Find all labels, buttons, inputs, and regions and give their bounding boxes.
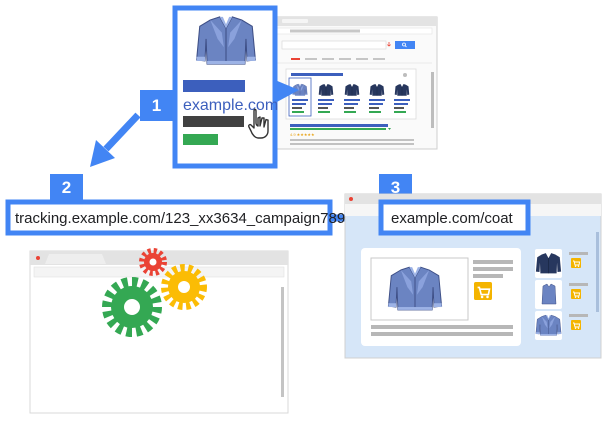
svg-text:1: 1 [152,96,161,115]
shopping-ad-product[interactable] [318,83,334,113]
ad-title-bar [183,80,245,92]
related-product[interactable] [535,311,588,340]
search-results-window: 4.9 ★★★★★ [271,16,438,150]
step-2-badge: 2 [50,174,83,200]
search-button[interactable] [395,41,415,49]
related-product[interactable] [535,249,588,278]
shopping-ad-product[interactable] [369,83,385,113]
step-2-url-box: tracking.example.com/123_xx3634_campaign… [5,199,345,236]
step-1-ad-callout: example.com [172,5,299,169]
tracking-redirect-window [29,250,289,414]
search-input[interactable] [281,40,387,50]
shopping-ad-product[interactable] [344,83,360,113]
related-product[interactable] [535,280,588,309]
shopping-ad-product[interactable] [394,83,410,113]
search-icon [402,42,406,47]
ad-price-bar [183,116,244,127]
svg-text:2: 2 [62,178,71,197]
callout-pointer [275,80,299,103]
hand-pointer-icon [248,108,269,139]
browser-tab[interactable] [45,254,106,264]
ad-merchant-bar [183,134,218,145]
shopping-ad-product[interactable] [288,77,312,117]
arrow-step-1-to-2 [90,112,141,167]
green-gear-icon [102,277,162,337]
step-3-url-box: example.com/coat [378,199,531,236]
info-icon[interactable] [403,73,407,77]
text-ad-result[interactable]: 4.9 ★★★★★ [290,124,414,145]
svg-text:3: 3 [391,178,400,197]
step-1-domain-label[interactable]: example.com [183,97,278,114]
microphone-icon[interactable] [387,42,391,47]
red-gear-icon [139,248,167,276]
browser-toolbar [272,17,437,26]
rating-stars: 4.9 ★★★★★ [290,132,315,137]
step-1-badge: 1 [140,90,173,121]
scrollbar[interactable] [596,232,599,312]
processing-gears [102,248,207,337]
search-tabs[interactable] [291,58,385,60]
yellow-gear-icon [161,264,207,310]
scrollbar[interactable] [431,72,434,128]
scrollbar[interactable] [281,287,284,397]
tracking-url-label[interactable]: tracking.example.com/123_xx3634_campaign… [15,210,345,227]
add-to-cart-button[interactable] [473,281,493,301]
browser-toolbar [345,194,601,204]
landing-url-label[interactable]: example.com/coat [391,210,514,227]
